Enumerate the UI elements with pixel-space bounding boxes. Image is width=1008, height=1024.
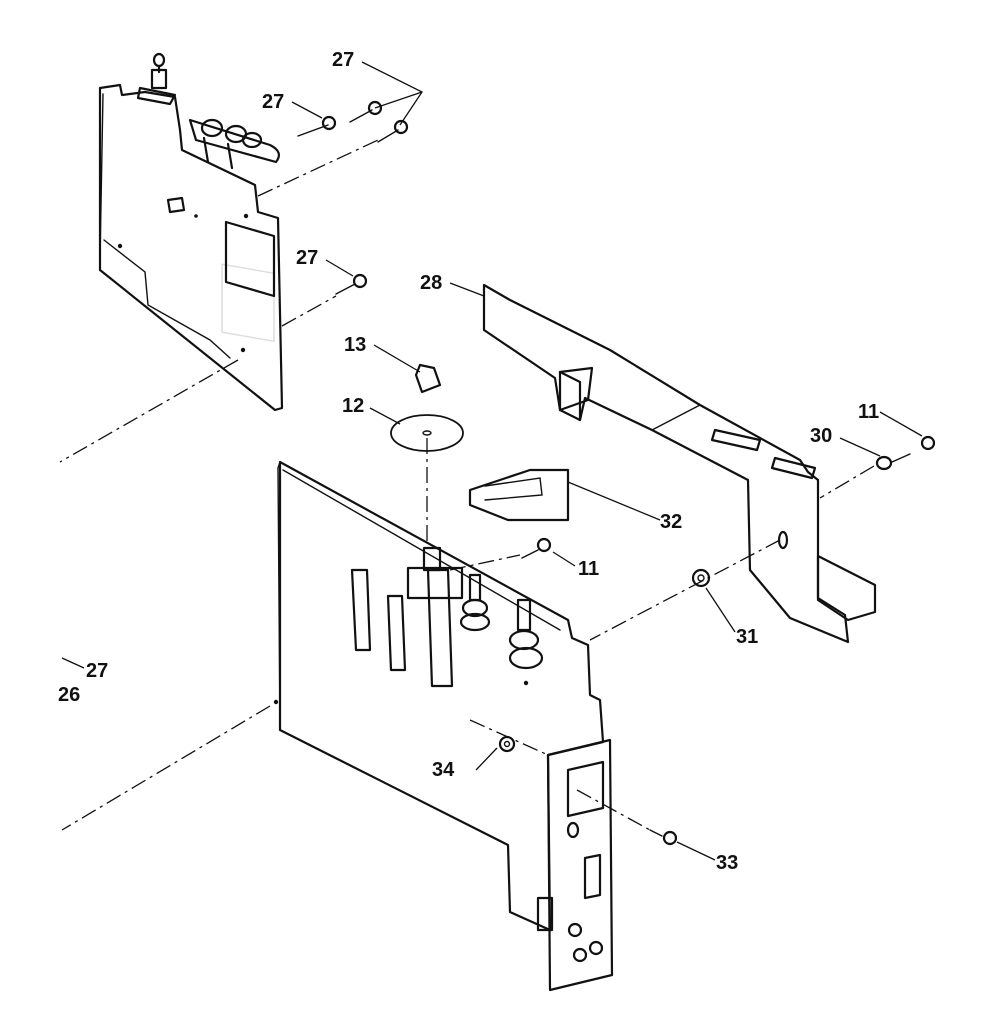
- callout-27-b: 27: [296, 247, 318, 269]
- callout-31: 31: [736, 626, 758, 648]
- callout-labels: 27 27 27 27 26 28 13 12 11 30 32 11 31 3…: [58, 49, 879, 874]
- callout-30: 30: [810, 425, 832, 447]
- screw-group-27: [297, 100, 409, 295]
- upper-left-board: [98, 52, 284, 412]
- knob-13: [414, 363, 442, 394]
- callout-28: 28: [420, 272, 442, 294]
- callout-33: 33: [716, 852, 738, 874]
- assembly-lines: [59, 139, 875, 831]
- side-plate-28: [482, 283, 877, 644]
- leader-lines: [61, 61, 923, 861]
- callout-11-mid: 11: [578, 558, 599, 580]
- callout-11-right: 11: [858, 401, 879, 423]
- callout-27-left: 27: [86, 660, 108, 682]
- callout-13: 13: [344, 334, 366, 356]
- callout-34: 34: [432, 759, 455, 781]
- callout-32: 32: [660, 511, 682, 533]
- callout-27-top: 27: [332, 49, 354, 71]
- callout-12: 12: [342, 395, 364, 417]
- callout-27-a: 27: [262, 91, 284, 113]
- callout-26-left: 26: [58, 684, 80, 706]
- lower-main-board: [273, 460, 614, 992]
- small-hardware: [498, 435, 936, 846]
